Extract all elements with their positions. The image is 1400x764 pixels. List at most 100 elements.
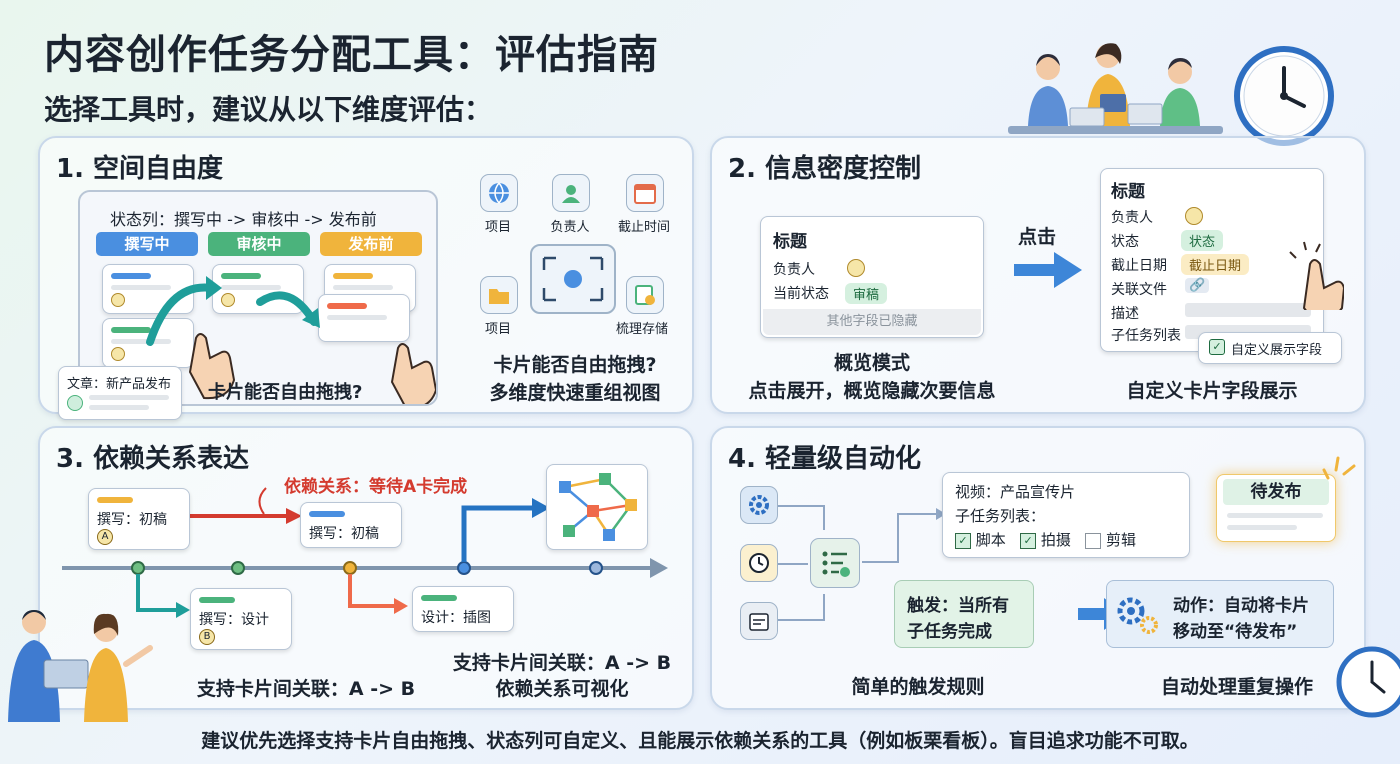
action-line2: 移动至“待发布” xyxy=(1173,622,1298,642)
drag-caption: 卡片能否自由拖拽? xyxy=(208,382,363,403)
avatar xyxy=(111,293,125,307)
icon-label-deadline: 截止时间 xyxy=(617,220,670,235)
subtask-list: ✓ 脚本 ✓ 拍摄 剪辑 xyxy=(955,529,1136,550)
overview-card[interactable]: 标题 负责人 当前状态 审稿 其他字段已隐藏 xyxy=(760,216,984,338)
detail-field-files: 关联文件 xyxy=(1111,282,1167,298)
section1-caption-line2: 多维度快速重组视图 xyxy=(489,382,661,404)
status-columns-label: 状态列：撰写中 -> 审核中 -> 发布前 xyxy=(110,210,377,229)
move-view-icon[interactable] xyxy=(530,244,616,314)
pending-publish-label: 待发布 xyxy=(1223,479,1329,505)
kanban-card[interactable] xyxy=(102,264,194,314)
section-automation: 4. 轻量级自动化 视频：产品宣传片 子任务列表： ✓ 脚本 ✓ 拍摄 剪辑 xyxy=(710,426,1366,710)
task-card-b[interactable]: 撰写：设计 B xyxy=(190,588,292,650)
dependency-label: 依赖关系：等待A卡完成 xyxy=(284,477,468,497)
checkbox-checked-icon[interactable]: ✓ xyxy=(1020,532,1037,549)
detail-card-heading: 标题 xyxy=(1111,182,1145,202)
pointer-hand-icon xyxy=(1289,241,1344,310)
custom-fields-label: 自定义展示字段 xyxy=(1231,343,1323,358)
icon-label-project: 项目 xyxy=(484,220,511,235)
gears-icon xyxy=(1117,597,1158,634)
dependency-timeline xyxy=(62,487,668,618)
checkbox-checked-icon[interactable]: ✓ xyxy=(1209,339,1225,355)
due-date-badge: 截止日期 xyxy=(1181,254,1250,275)
sparkle-icon xyxy=(1322,456,1356,480)
pending-publish-card[interactable]: 待发布 xyxy=(1216,474,1336,542)
column-before-publish: 发布前 xyxy=(320,232,422,256)
overview-card-heading: 标题 xyxy=(773,232,807,252)
section2-title: 2. 信息密度控制 xyxy=(728,154,922,184)
article-label: 文章：新产品发布 xyxy=(67,377,172,392)
dependency-graph[interactable] xyxy=(546,464,648,550)
hidden-fields-note: 其他字段已隐藏 xyxy=(763,309,981,335)
subtask-label: 拍摄 xyxy=(1040,531,1071,549)
person-icon[interactable] xyxy=(552,174,590,212)
people-illustration xyxy=(8,610,153,722)
subtask-label: 脚本 xyxy=(975,531,1006,549)
trigger-box[interactable]: 触发：当所有 子任务完成 xyxy=(894,580,1034,648)
globe-icon[interactable] xyxy=(480,174,518,212)
section3-caption-left: 支持卡片间关联：A -> B xyxy=(196,678,416,700)
section3-title: 3. 依赖关系表达 xyxy=(56,444,250,474)
section4-title: 4. 轻量级自动化 xyxy=(728,444,922,474)
badge-b: B xyxy=(199,629,215,645)
task-card[interactable]: 撰写：初稿 xyxy=(300,502,402,548)
task-card-title: 设计：插图 xyxy=(421,610,491,626)
archive-icon[interactable] xyxy=(626,276,664,314)
team-illustration xyxy=(1008,43,1223,134)
kanban-card[interactable] xyxy=(102,318,194,368)
article-card[interactable]: 文章：新产品发布 xyxy=(58,366,182,420)
task-card-title: 撰写：初稿 xyxy=(97,512,167,528)
calendar-icon[interactable] xyxy=(626,174,664,212)
status-badge: 状态 xyxy=(1181,230,1224,251)
clock-small-icon[interactable] xyxy=(740,544,778,582)
clock-icon xyxy=(1234,46,1334,146)
calendar-small-icon[interactable] xyxy=(740,602,778,640)
click-label: 点击 xyxy=(1018,226,1057,248)
section1-title: 1. 空间自由度 xyxy=(56,154,224,184)
kanban-card-dragging[interactable] xyxy=(318,294,410,342)
section4-caption-left: 简单的触发规则 xyxy=(851,676,985,698)
page-title: 内容创作任务分配工具：评估指南 xyxy=(44,32,659,78)
rules-list-icon[interactable] xyxy=(810,538,860,588)
task-card-title: 撰写：初稿 xyxy=(309,526,379,542)
avatar xyxy=(221,293,235,307)
custom-fields-toggle[interactable]: ✓ 自定义展示字段 xyxy=(1198,332,1342,364)
section4-caption-right: 自动处理重复操作 xyxy=(1160,676,1313,698)
avatar xyxy=(847,259,865,277)
footer-note: 建议优先选择支持卡片自由拖拽、状态列可自定义、且能展示依赖关系的工具（例如板栗看… xyxy=(201,730,1199,752)
status-badge: 审稿 xyxy=(845,283,888,304)
column-writing: 撰写中 xyxy=(96,232,198,256)
caption-custom-fields: 自定义卡片字段展示 xyxy=(1126,380,1298,402)
kanban-card[interactable] xyxy=(212,264,304,314)
task-card-title: 撰写：设计 xyxy=(199,612,269,628)
trigger-line1: 触发：当所有 xyxy=(907,596,1009,616)
link-icon[interactable]: 🔗 xyxy=(1185,278,1210,293)
overview-owner-label: 负责人 xyxy=(773,262,815,278)
icon-label-project-2: 项目 xyxy=(484,322,511,337)
detail-field-due: 截止日期 xyxy=(1111,258,1167,274)
section1-caption-line1: 卡片能否自由拖拽? xyxy=(493,354,657,376)
column-reviewing: 审核中 xyxy=(208,232,310,256)
video-card[interactable]: 视频：产品宣传片 子任务列表： ✓ 脚本 ✓ 拍摄 剪辑 xyxy=(942,472,1190,558)
detail-field-subtasks: 子任务列表 xyxy=(1111,328,1181,344)
action-box[interactable]: 动作：自动将卡片 移动至“待发布” xyxy=(1106,580,1334,648)
section-dependencies: 3. 依赖关系表达 依赖关系：等待A卡完成 撰写：初稿 A 撰写：初稿 撰写：设… xyxy=(38,426,694,710)
task-card-a[interactable]: 撰写：初稿 A xyxy=(88,488,190,550)
folder-icon[interactable] xyxy=(480,276,518,314)
action-line1: 动作：自动将卡片 xyxy=(1173,596,1309,616)
gear-icon[interactable] xyxy=(740,486,778,524)
detail-card[interactable]: 标题 负责人 状态 状态 截止日期 截止日期 关联文件 🔗 描述 子任务列表 xyxy=(1100,168,1324,352)
checkbox-checked-icon[interactable]: ✓ xyxy=(955,532,971,549)
subtasks-label: 子任务列表： xyxy=(955,507,1046,525)
avatar xyxy=(67,395,83,411)
video-card-title: 视频：产品宣传片 xyxy=(955,483,1076,501)
icon-label-owner: 负责人 xyxy=(550,220,590,235)
overview-status-label: 当前状态 xyxy=(773,286,829,302)
checkbox-empty-icon[interactable] xyxy=(1085,532,1102,549)
page-subtitle: 选择工具时，建议从以下维度评估： xyxy=(44,93,493,126)
caption-overview-desc: 点击展开，概览隐藏次要信息 xyxy=(748,380,996,402)
detail-field-owner: 负责人 xyxy=(1111,210,1153,226)
task-card[interactable]: 设计：插图 xyxy=(412,586,514,632)
trigger-line2: 子任务完成 xyxy=(907,622,992,642)
drag-arrows xyxy=(146,276,436,404)
